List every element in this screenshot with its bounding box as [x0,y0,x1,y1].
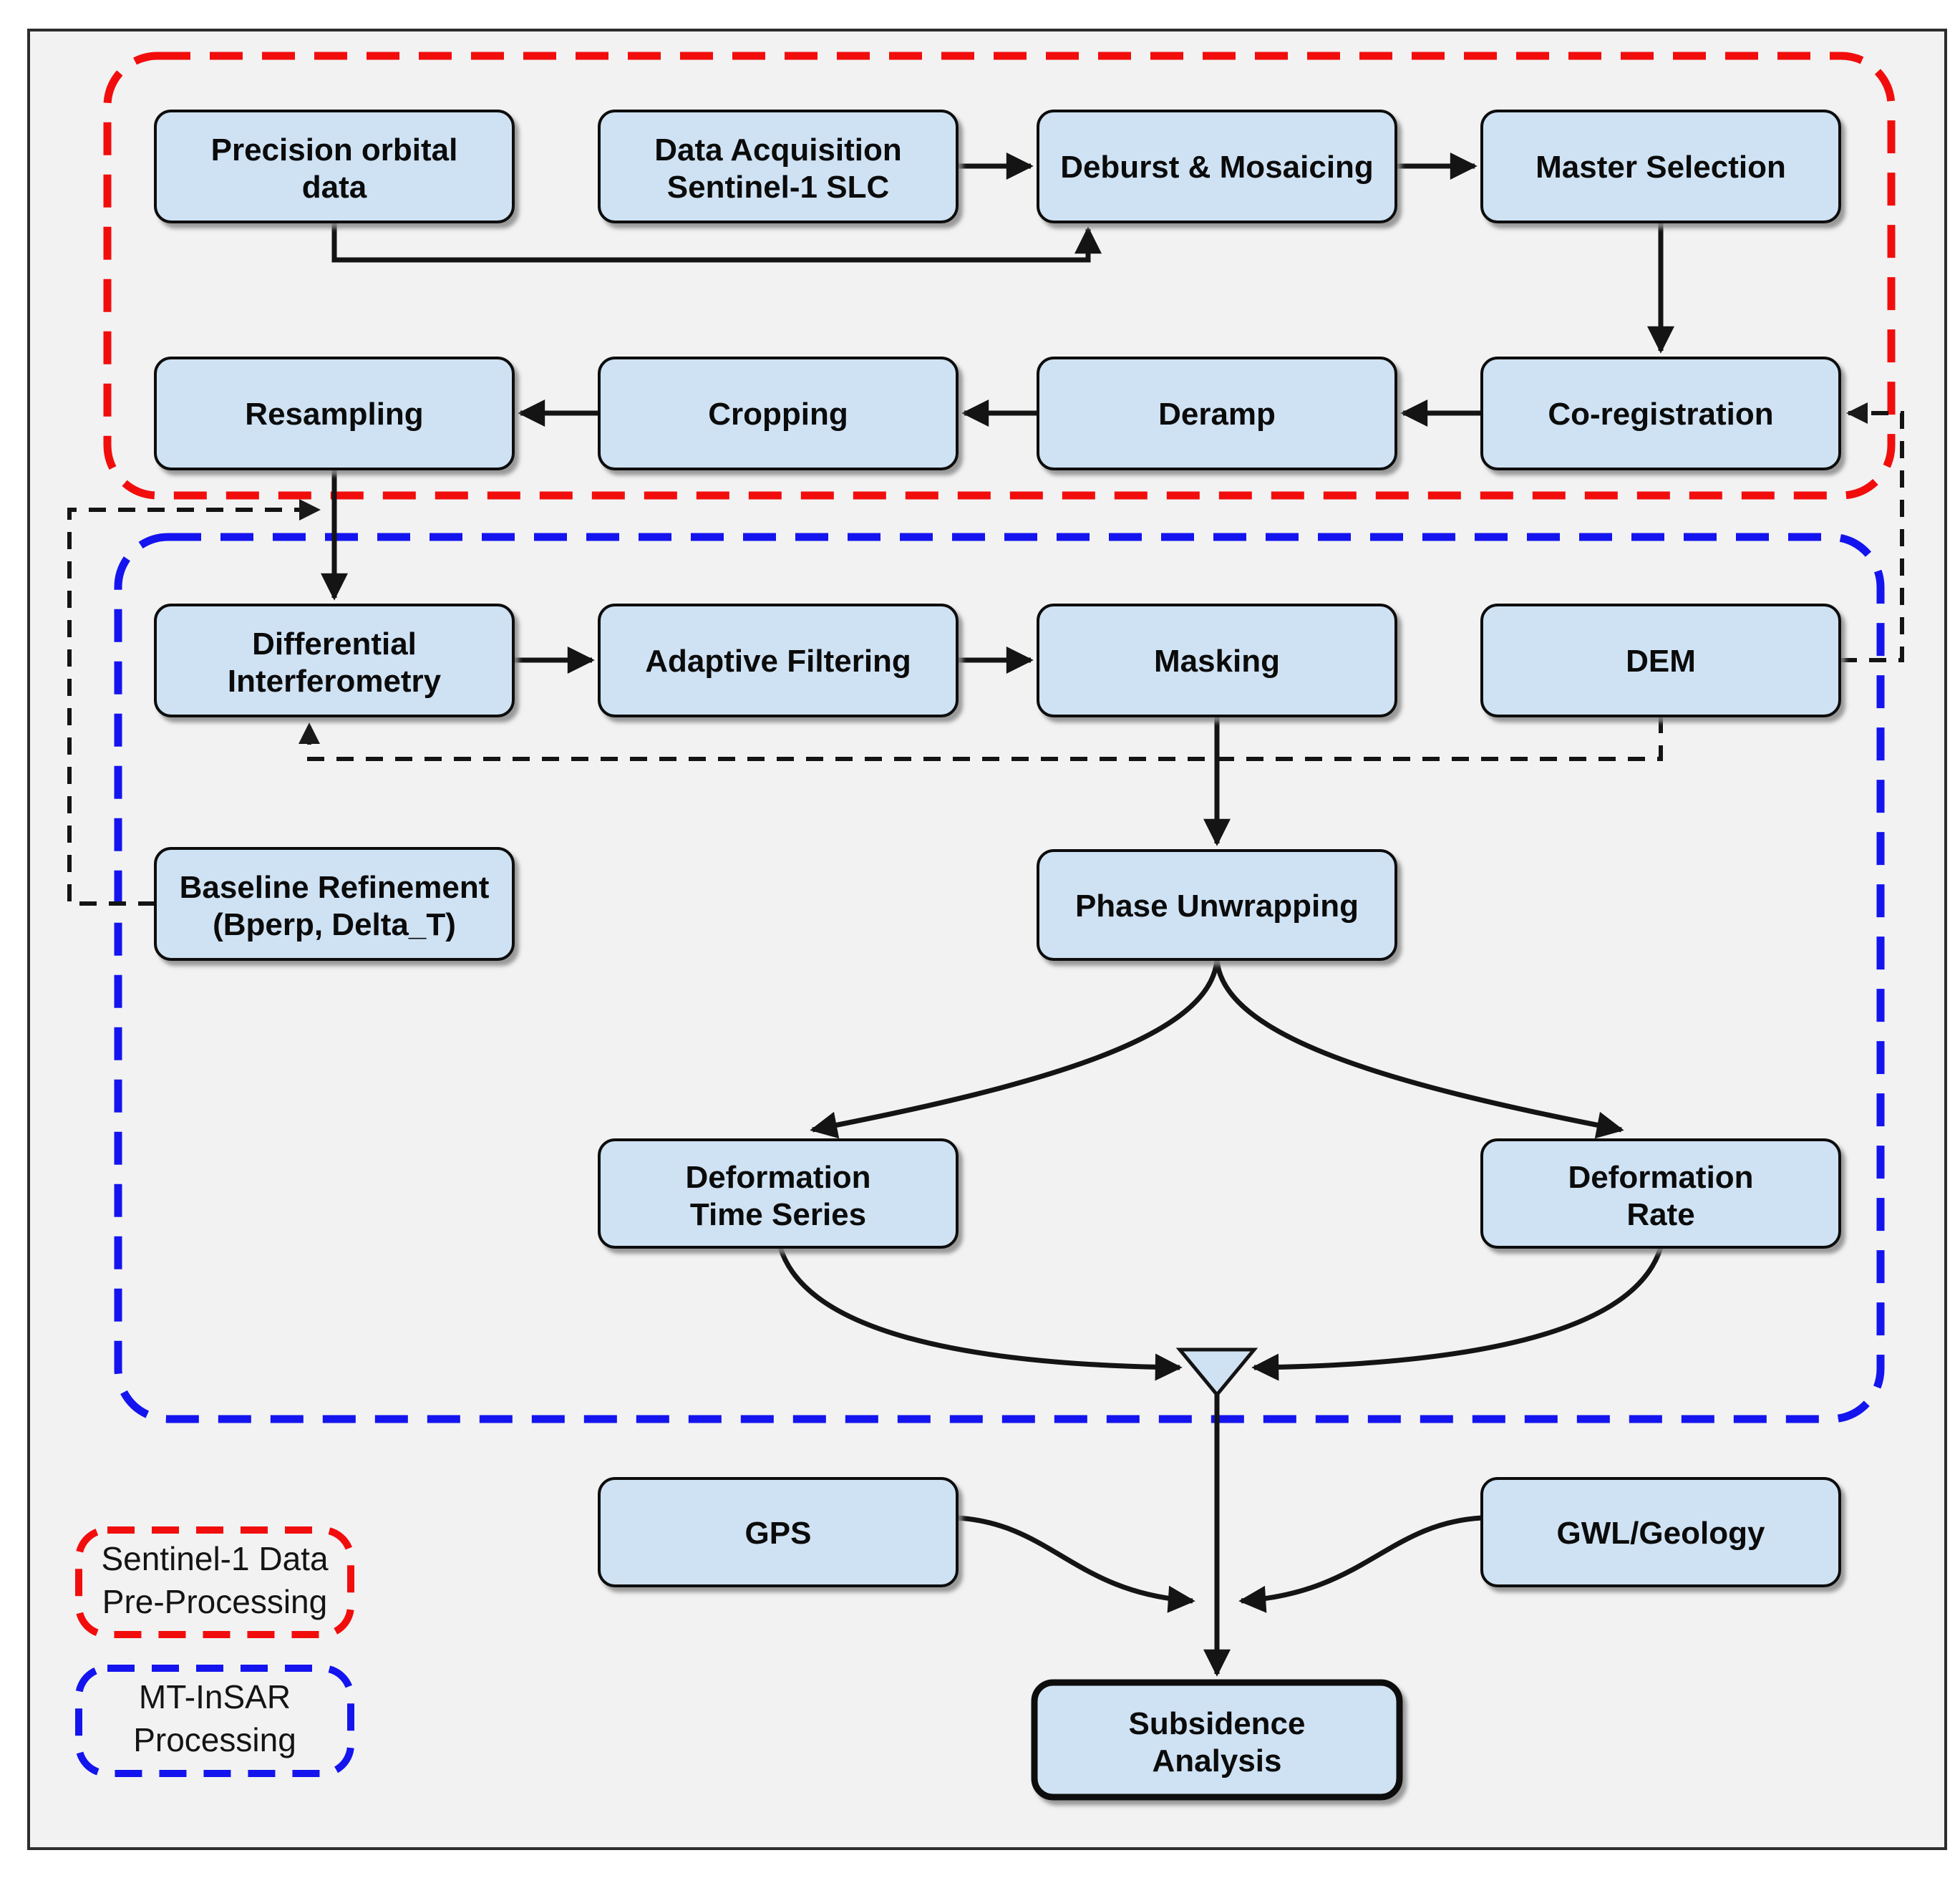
legend-preprocessing-outline [75,1526,354,1638]
node-deramp-box [1037,357,1397,470]
node-adaptive-filtering: Adaptive Filtering [598,604,959,717]
node-deburst-mosaicing: Deburst & Mosaicing [1037,110,1397,223]
node-adaptive-filtering-box [598,604,959,717]
node-masking: Masking [1037,604,1397,717]
node-precision-orbital-box [154,110,515,223]
node-co-registration-box [1480,357,1841,470]
node-resampling-label: Resampling [245,397,423,432]
node-data-acquisition-box [598,110,959,223]
node-dem: DEM [1480,604,1841,717]
node-adaptive-filtering-label: Adaptive Filtering [645,644,911,679]
node-gwl-geology-box [1480,1477,1841,1587]
edge-time-series-to-merge [777,1246,1183,1381]
node-resampling-box [154,357,515,470]
edge-gwl-to-merge [1238,1515,1483,1613]
node-phase-unwrapping: Phase Unwrapping [1037,849,1397,961]
node-deformation-time-series-box [598,1138,959,1249]
node-differential-interferometry-box [154,604,515,717]
node-baseline-refinement-box [154,847,515,961]
node-deburst-mosaicing-box [1037,110,1397,223]
node-master-selection: Master Selection [1480,110,1841,223]
mtinsar-container-outline [114,533,1885,1423]
legend-mtinsar-outline [75,1665,354,1777]
node-phase-unwrapping-box [1037,849,1397,961]
edge-baseline-feedback [67,499,321,906]
node-deramp-label: Deramp [1158,397,1276,432]
node-phase-unwrapping-label: Phase Unwrapping [1075,889,1359,924]
preprocessing-container-outline [103,52,1896,500]
node-cropping-label: Cropping [708,397,848,432]
node-co-registration: Co-registration [1480,357,1841,470]
node-subsidence-analysis-box [1031,1679,1403,1801]
edge-orbital-to-deburst [331,222,1102,263]
edge-phase-to-deformation-time-series [810,959,1220,1139]
node-deburst-mosaicing-label: Deburst & Mosaicing [1060,150,1374,185]
node-baseline-refinement: Baseline Refinement(Bperp, Delta_T) [154,847,515,961]
edge-dem-to-coregistration [1840,402,1904,662]
node-gwl-geology-label: GWL/Geology [1557,1516,1765,1551]
node-cropping: Cropping [598,357,959,470]
node-deramp: Deramp [1037,357,1397,470]
node-master-selection-box [1480,110,1841,223]
merge-junction-triangle [1175,1347,1258,1398]
edge-rate-to-merge [1251,1246,1664,1381]
node-master-selection-label: Master Selection [1536,150,1786,185]
node-masking-box [1037,604,1397,717]
edge-gps-to-merge [956,1515,1195,1613]
node-masking-label: Masking [1154,644,1280,679]
node-baseline-refinement-label: Baseline Refinement(Bperp, Delta_T) [180,870,490,942]
node-dem-label: DEM [1626,644,1696,679]
node-deformation-rate-box [1480,1138,1841,1249]
node-dem-box [1480,604,1841,717]
node-gps-box [598,1477,959,1587]
edge-phase-to-deformation-rate [1214,959,1624,1139]
edge-dem-to-differential-interferometry [299,716,1663,761]
node-resampling: Resampling [154,357,515,470]
node-co-registration-label: Co-registration [1548,397,1773,432]
node-cropping-box [598,357,959,470]
node-gps-label: GPS [745,1516,812,1551]
node-gwl-geology: GWL/Geology [1480,1477,1841,1587]
node-gps: GPS [598,1477,959,1587]
